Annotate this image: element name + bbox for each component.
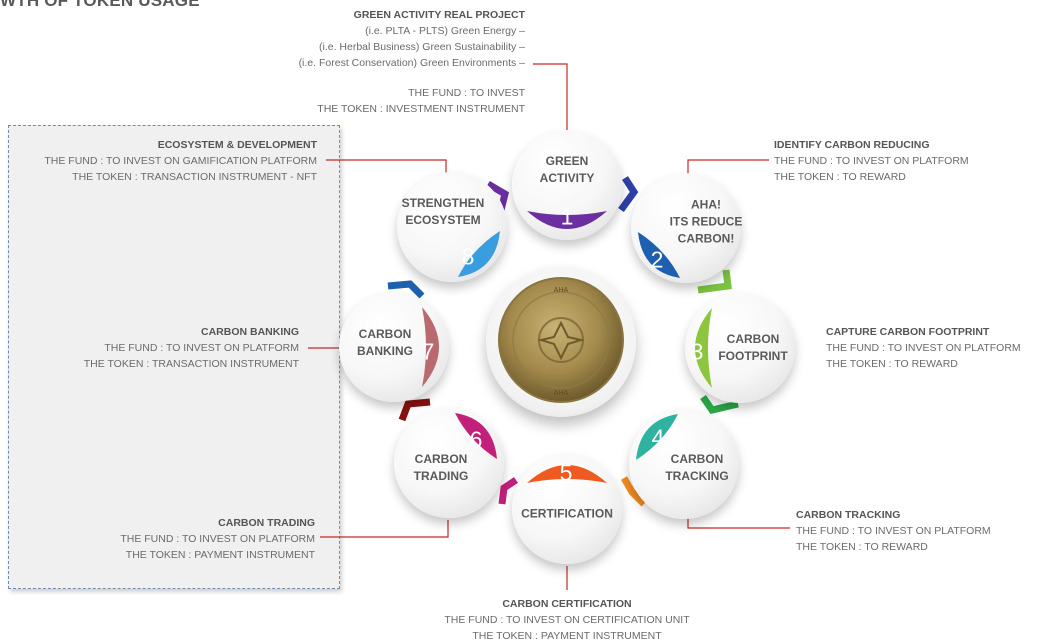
cycle-node-number: 3 xyxy=(690,338,704,365)
label-ecosystem: ECOSYSTEM & DEVELOPMENT THE FUND : TO IN… xyxy=(44,137,317,185)
cycle-node-label: CARBON BANKING xyxy=(357,326,413,360)
cycle-node-label-line: CARBON xyxy=(670,452,724,466)
connector-identify xyxy=(687,159,769,175)
cycle-node-number: 1 xyxy=(560,203,574,230)
chevron-4-5-icon xyxy=(620,476,647,507)
label-line: (i.e. PLTA - PLTS) Green Energy – xyxy=(365,25,525,37)
cycle-node-number: 8 xyxy=(461,243,475,270)
label-title: GREEN ACTIVITY REAL PROJECT xyxy=(353,9,525,21)
cycle-node-4 xyxy=(629,409,739,519)
cycle-node-label-line: ACTIVITY xyxy=(539,171,595,185)
aha-coin-icon: AHA AHA xyxy=(498,277,624,403)
label-title: CARBON CERTIFICATION xyxy=(502,598,632,610)
label-title: CARBON BANKING xyxy=(201,326,299,338)
cycle-node-number: 2 xyxy=(650,246,664,273)
cycle-node-6 xyxy=(394,408,504,518)
cycle-node-label: CERTIFICATION xyxy=(521,506,613,523)
label-title: IDENTIFY CARBON REDUCING xyxy=(774,139,930,151)
chevron-7-8-icon xyxy=(387,280,425,299)
label-fund: THE FUND : TO INVEST xyxy=(408,87,525,99)
label-tracking: CARBON TRACKING THE FUND : TO INVEST ON … xyxy=(796,507,991,555)
cycle-node-label-line: GREEN xyxy=(545,154,589,168)
coin-text-top: AHA xyxy=(554,287,569,294)
label-fund: THE FUND : TO INVEST ON PLATFORM xyxy=(774,155,969,167)
cycle-node-label-line: CERTIFICATION xyxy=(521,506,613,521)
cycle-node-cap-1 xyxy=(527,211,607,229)
label-line: (i.e. Herbal Business) Green Sustainabil… xyxy=(318,41,525,53)
cycle-node-label: CARBON FOOTPRINT xyxy=(718,331,787,365)
cycle-node-2 xyxy=(631,173,741,283)
label-trading: CARBON TRADING THE FUND : TO INVEST ON P… xyxy=(120,515,315,563)
cycle-node-number: 4 xyxy=(651,424,665,451)
label-fund: THE FUND : TO INVEST ON CERTIFICATION UN… xyxy=(444,614,690,626)
label-token: THE TOKEN : TO REWARD xyxy=(796,541,928,553)
label-line: (i.e. Forest Conservation) Green Environ… xyxy=(298,57,525,69)
label-fund: THE FUND : TO INVEST ON PLATFORM xyxy=(796,525,991,537)
cycle-node-cap-4 xyxy=(636,414,678,460)
cycle-node-cap-6 xyxy=(455,413,497,459)
cycle-node-label-line: CARBON xyxy=(358,327,412,341)
cycle-node-number: 5 xyxy=(559,459,573,486)
cycle-node-label: STRENGTHEN ECOSYSTEM xyxy=(402,195,485,229)
cycle-node-label-line: CARBON xyxy=(414,452,468,466)
cycle-node-label-line: CARBON! xyxy=(677,231,735,246)
cycle-node-label-line: TRADING xyxy=(413,469,469,483)
cycle-node-label-line: BANKING xyxy=(357,344,413,358)
cycle-node-label: GREEN ACTIVITY xyxy=(540,153,595,187)
cycle-node-label-line: STRENGTHEN xyxy=(401,196,485,210)
label-fund: THE FUND : TO INVEST ON PLATFORM xyxy=(104,342,299,354)
label-certification: CARBON CERTIFICATION THE FUND : TO INVES… xyxy=(417,596,717,644)
label-token: THE TOKEN : PAYMENT INSTRUMENT xyxy=(125,549,315,561)
connector-trading xyxy=(320,520,449,538)
cycle-node-label-line: FOOTPRINT xyxy=(718,349,788,363)
cycle-node-8 xyxy=(397,172,507,282)
chevron-2-3-icon xyxy=(697,269,732,294)
cycle-node-number: 7 xyxy=(421,338,435,365)
chevron-6-7-icon xyxy=(398,398,431,422)
label-token: THE TOKEN : INVESTMENT INSTRUMENT xyxy=(317,103,525,115)
cycle-node-cap-5 xyxy=(527,465,607,483)
cycle-node-label-line: TRACKING xyxy=(665,469,729,483)
label-title: CAPTURE CARBON FOOTPRINT xyxy=(826,326,990,338)
label-banking: CARBON BANKING THE FUND : TO INVEST ON P… xyxy=(84,324,299,372)
label-green-activity: GREEN ACTIVITY REAL PROJECT (i.e. PLTA -… xyxy=(299,7,525,117)
connector-green-activity xyxy=(533,63,568,132)
cycle-node-number: 6 xyxy=(469,426,483,453)
label-title: ECOSYSTEM & DEVELOPMENT xyxy=(157,139,317,151)
highlight-box xyxy=(8,125,340,589)
cycle-node-label-line: CARBON xyxy=(726,332,780,346)
cycle-node-label: CARBON TRADING xyxy=(414,451,469,485)
label-fund: THE FUND : TO INVEST ON PLATFORM xyxy=(826,342,1021,354)
label-token: THE TOKEN : TRANSACTION INSTRUMENT xyxy=(83,358,299,370)
chevron-5-6-icon xyxy=(498,477,518,505)
label-token: THE TOKEN : PAYMENT INSTRUMENT xyxy=(472,630,662,642)
cycle-node-label-line: ITS REDUCE xyxy=(669,214,743,229)
label-title: CARBON TRACKING xyxy=(796,509,901,521)
cycle-node-cap-7 xyxy=(422,307,439,387)
chevron-1-2-icon xyxy=(618,176,639,213)
coin-plate: AHA AHA xyxy=(486,267,636,417)
page-title: WTH OF TOKEN USAGE xyxy=(0,0,200,10)
label-title: CARBON TRADING xyxy=(218,517,315,529)
label-token: THE TOKEN : TRANSACTION INSTRUMENT - NFT xyxy=(72,171,317,183)
label-token: THE TOKEN : TO REWARD xyxy=(826,358,958,370)
cycle-node-label: CARBON TRACKING xyxy=(665,451,728,485)
cycle-node-cap-2 xyxy=(638,232,680,278)
cycle-node-label: AHA! ITS REDUCE CARBON! xyxy=(670,197,743,248)
coin-text-bottom: AHA xyxy=(554,390,569,397)
label-token: THE TOKEN : TO REWARD xyxy=(774,171,906,183)
cycle-node-cap-3 xyxy=(695,308,712,388)
label-fund: THE FUND : TO INVEST ON GAMIFICATION PLA… xyxy=(44,155,317,167)
label-capture: CAPTURE CARBON FOOTPRINT THE FUND : TO I… xyxy=(826,324,1021,372)
cycle-node-label-line: ECOSYSTEM xyxy=(405,213,481,227)
cycle-node-label-line: AHA! xyxy=(691,197,721,212)
chevron-3-4-icon xyxy=(700,395,739,414)
label-identify: IDENTIFY CARBON REDUCING THE FUND : TO I… xyxy=(774,137,969,185)
cycle-node-cap-8 xyxy=(458,231,500,277)
label-fund: THE FUND : TO INVEST ON PLATFORM xyxy=(120,533,315,545)
